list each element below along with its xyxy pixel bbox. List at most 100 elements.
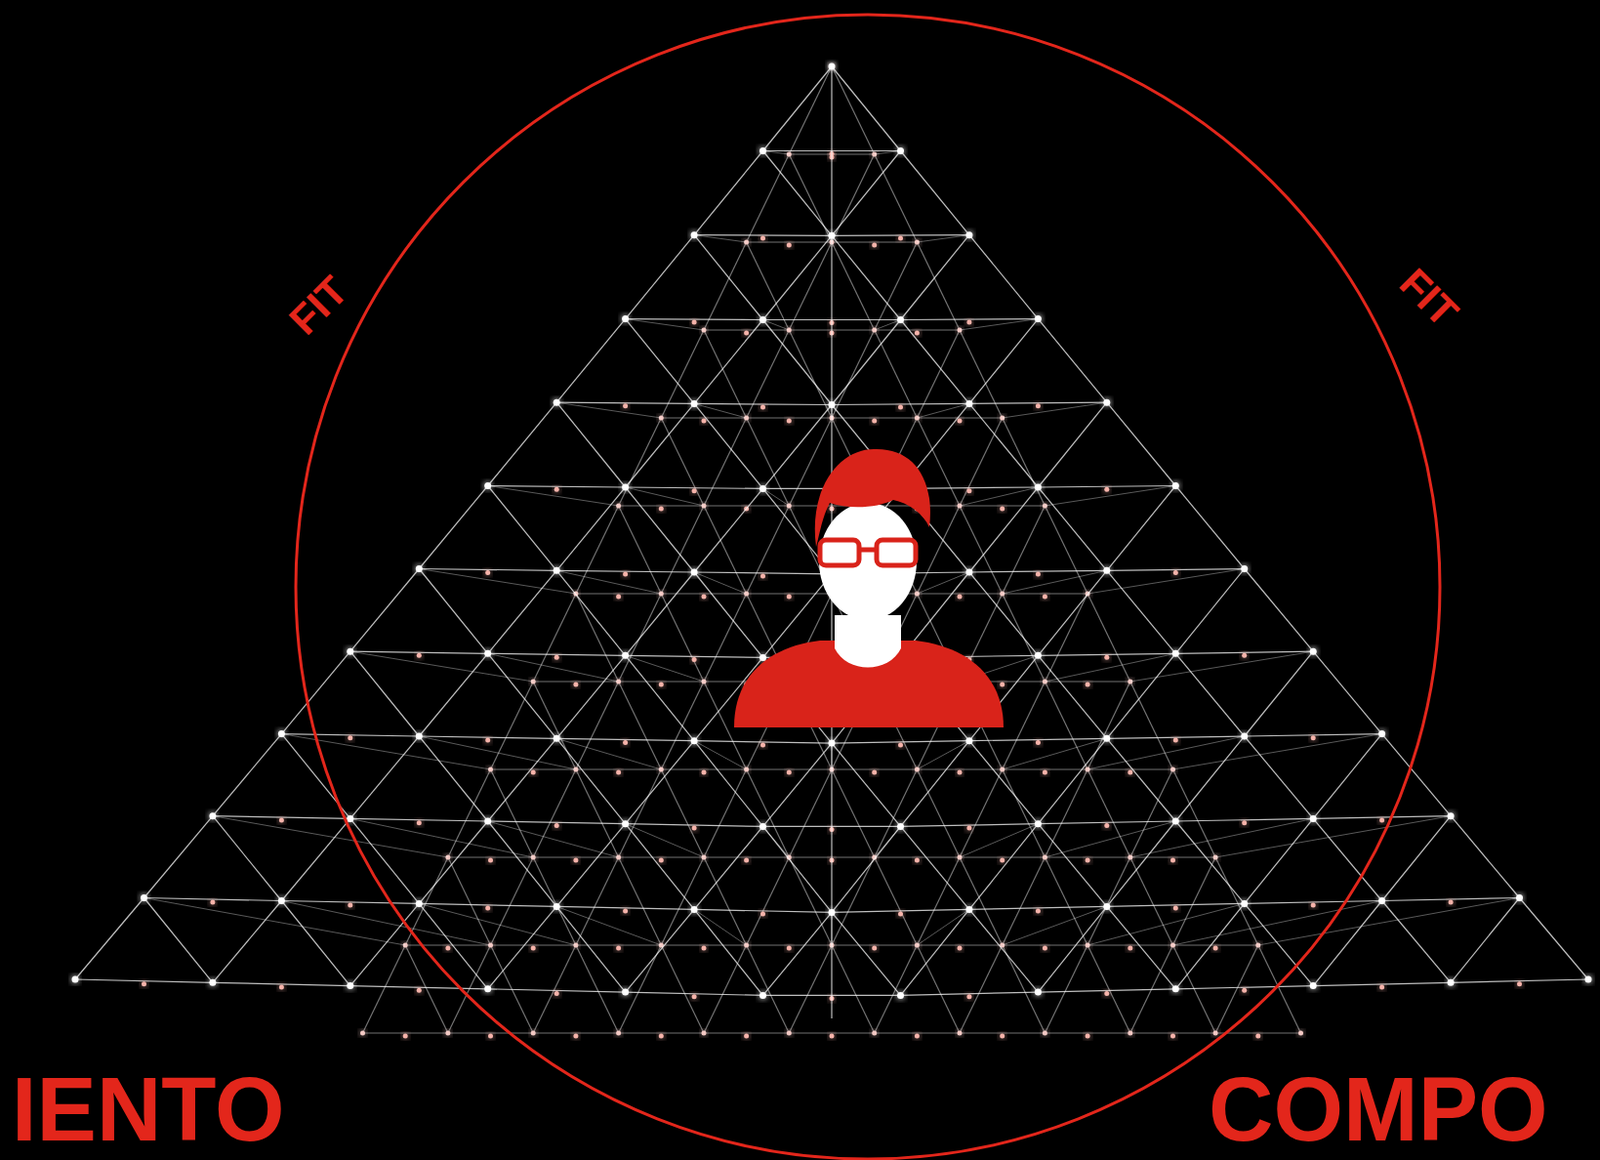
light-dot: [573, 858, 578, 863]
light-dot: [701, 770, 707, 776]
light-dot: [554, 990, 560, 996]
light-dot: [554, 655, 560, 660]
lattice-line: [694, 740, 763, 827]
lattice-line: [1519, 898, 1590, 981]
lattice-line: [1130, 1031, 1216, 1033]
lattice-line: [1450, 816, 1519, 899]
light-dot: [786, 945, 792, 951]
lattice-line: [1312, 651, 1382, 734]
light-dot: [346, 982, 354, 989]
lattice-line: [763, 320, 833, 406]
lattice-line: [488, 905, 558, 988]
light-dot: [966, 488, 972, 493]
lattice-line: [556, 655, 625, 739]
lattice-line: [144, 898, 213, 984]
lattice-line: [703, 328, 789, 330]
lattice-line: [556, 402, 661, 418]
light-dot: [347, 902, 353, 908]
light-lattice: [72, 63, 1593, 1039]
light-dot: [1042, 770, 1048, 776]
light-dot: [760, 910, 766, 916]
lattice-line: [1173, 857, 1217, 945]
lattice-line: [1002, 768, 1088, 770]
lattice-line: [746, 416, 832, 418]
lattice-line: [694, 825, 763, 909]
lattice-line: [788, 154, 832, 243]
lattice-line: [350, 902, 420, 985]
lattice-line: [763, 742, 833, 826]
light-dot: [621, 988, 629, 996]
lattice-line: [916, 857, 960, 945]
light-dot: [621, 820, 629, 827]
lattice-line: [533, 856, 618, 858]
lattice-line: [1215, 816, 1451, 858]
light-dot: [403, 1033, 409, 1039]
lattice-line: [533, 593, 576, 682]
lattice-line: [831, 911, 902, 995]
lattice-line: [1087, 902, 1245, 945]
lattice-line: [703, 856, 789, 858]
lattice-line: [1002, 505, 1046, 594]
light-dot: [692, 488, 698, 493]
lattice-line: [1044, 944, 1088, 1033]
light-dot: [615, 1030, 621, 1036]
lattice-line: [1130, 769, 1174, 858]
light-dot: [415, 900, 423, 907]
lattice-line: [625, 487, 764, 489]
lattice-line: [831, 943, 917, 945]
lattice-line: [874, 328, 960, 330]
lattice-line: [556, 823, 625, 907]
lattice-line: [763, 911, 833, 995]
lattice-line: [575, 592, 661, 594]
light-dot: [1085, 858, 1091, 863]
lattice-line: [575, 505, 619, 594]
lattice-line: [1130, 856, 1216, 858]
lattice-line: [618, 504, 704, 506]
lattice-line: [763, 151, 833, 237]
light-dot: [786, 770, 792, 776]
lattice-line: [694, 235, 747, 243]
lattice-line: [350, 651, 420, 737]
lattice-line: [660, 416, 746, 418]
lattice-line: [1107, 402, 1177, 486]
lattice-line: [763, 320, 790, 331]
lattice-line: [831, 154, 875, 243]
person-icon: [734, 449, 1004, 728]
lattice-line: [763, 66, 833, 152]
lattice-line: [831, 768, 917, 770]
light-dot: [759, 147, 767, 155]
lattice-line: [959, 505, 1003, 594]
lattice-line: [969, 572, 1039, 656]
fit-circle: [295, 14, 1440, 1159]
light-dot: [1042, 945, 1048, 951]
light-dot: [485, 570, 491, 575]
lattice-line: [660, 944, 704, 1033]
lattice-line: [1130, 651, 1313, 682]
light-dot: [691, 569, 698, 576]
lattice-line: [763, 405, 833, 490]
light-dot: [1241, 820, 1247, 825]
lattice-line: [625, 823, 704, 858]
lattice-line: [1002, 402, 1108, 418]
lattice-line: [874, 242, 918, 330]
light-dot: [1447, 812, 1455, 820]
lattice-line: [746, 592, 832, 594]
light-dot: [415, 565, 423, 573]
light-dot: [1255, 1033, 1261, 1039]
lattice-line: [746, 242, 790, 330]
lattice-line: [1044, 680, 1130, 682]
light-dot: [965, 231, 973, 239]
section-word: COMPO: [1208, 1064, 1549, 1154]
light-dot: [966, 993, 972, 999]
lattice-line: [212, 901, 283, 984]
light-dot: [1310, 648, 1317, 656]
lattice-line: [1087, 569, 1245, 595]
light-dot: [701, 418, 707, 424]
lattice-line: [1175, 820, 1244, 903]
light-dot: [691, 737, 698, 744]
light-dot: [957, 418, 963, 424]
light-dot: [898, 236, 903, 242]
light-dot: [615, 945, 621, 951]
lattice-line: [281, 734, 491, 770]
lattice-line: [1173, 901, 1383, 946]
